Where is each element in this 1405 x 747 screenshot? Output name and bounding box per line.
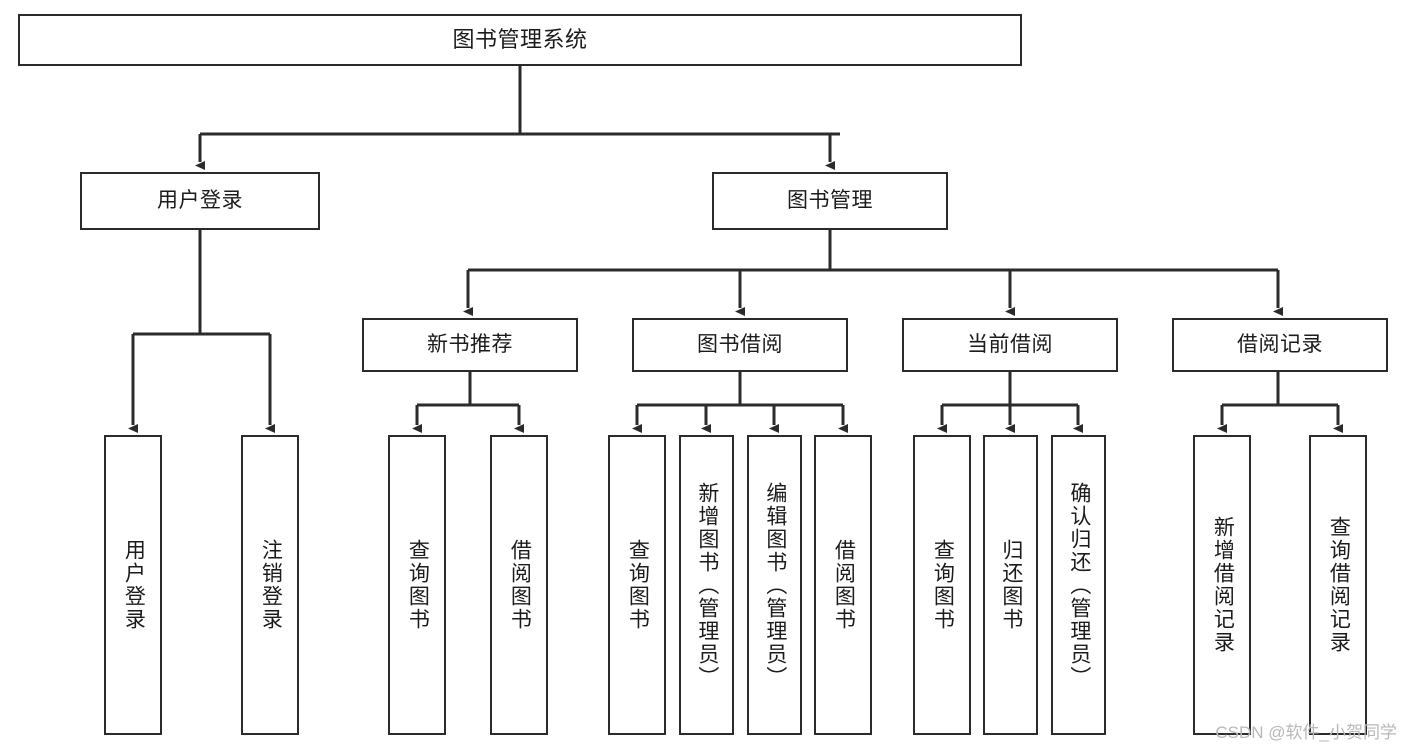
node-leaf-query-book-1[interactable]: 查询图书 xyxy=(388,435,446,735)
node-leaf-logout[interactable]: 注销登录 xyxy=(241,435,299,735)
node-leaf-borrow-book-2[interactable]: 借阅图书 xyxy=(814,435,872,735)
node-user-login-label: 用户登录 xyxy=(157,188,243,212)
node-current-borrow[interactable]: 当前借阅 xyxy=(902,318,1118,372)
node-leaf-query-record[interactable]: 查询借阅记录 xyxy=(1309,435,1367,735)
node-leaf-user-login-label: 用户登录 xyxy=(122,539,146,631)
node-leaf-query-book-3[interactable]: 查询图书 xyxy=(913,435,971,735)
csdn-watermark: CSDN @软件_小贺同学 xyxy=(1215,723,1397,742)
node-book-borrow[interactable]: 图书借阅 xyxy=(632,318,848,372)
node-leaf-query-book-1-label: 查询图书 xyxy=(406,539,430,631)
node-root-label: 图书管理系统 xyxy=(452,27,588,53)
node-leaf-user-login[interactable]: 用户登录 xyxy=(104,435,162,735)
node-leaf-query-book-3-label: 查询图书 xyxy=(931,539,955,631)
node-leaf-edit-book-label: 编辑图书（管理员） xyxy=(763,481,787,689)
node-leaf-add-record[interactable]: 新增借阅记录 xyxy=(1193,435,1251,735)
node-new-book-recommend[interactable]: 新书推荐 xyxy=(362,318,578,372)
node-new-book-recommend-label: 新书推荐 xyxy=(427,332,513,356)
node-leaf-return-book-label: 归还图书 xyxy=(999,539,1023,631)
node-leaf-borrow-book-1[interactable]: 借阅图书 xyxy=(490,435,548,735)
node-borrow-record-label: 借阅记录 xyxy=(1237,332,1323,356)
node-leaf-confirm-return[interactable]: 确认归还（管理员） xyxy=(1051,435,1106,735)
node-root-book-management-system[interactable]: 图书管理系统 xyxy=(18,14,1022,66)
node-leaf-return-book[interactable]: 归还图书 xyxy=(983,435,1038,735)
node-leaf-borrow-book-1-label: 借阅图书 xyxy=(508,539,532,631)
node-leaf-borrow-book-2-label: 借阅图书 xyxy=(832,539,856,631)
node-leaf-add-record-label: 新增借阅记录 xyxy=(1211,516,1235,654)
node-leaf-query-record-label: 查询借阅记录 xyxy=(1327,516,1351,654)
node-leaf-query-book-2-label: 查询图书 xyxy=(626,539,650,631)
node-book-management-label: 图书管理 xyxy=(787,188,873,212)
node-book-management[interactable]: 图书管理 xyxy=(712,172,948,230)
node-book-borrow-label: 图书借阅 xyxy=(697,332,783,356)
node-current-borrow-label: 当前借阅 xyxy=(967,332,1053,356)
node-leaf-query-book-2[interactable]: 查询图书 xyxy=(608,435,666,735)
node-borrow-record[interactable]: 借阅记录 xyxy=(1172,318,1388,372)
node-user-login[interactable]: 用户登录 xyxy=(80,172,320,230)
node-leaf-edit-book[interactable]: 编辑图书（管理员） xyxy=(747,435,802,735)
node-leaf-add-book[interactable]: 新增图书（管理员） xyxy=(679,435,734,735)
node-leaf-logout-label: 注销登录 xyxy=(259,539,283,631)
node-leaf-add-book-label: 新增图书（管理员） xyxy=(695,481,719,689)
node-leaf-confirm-return-label: 确认归还（管理员） xyxy=(1067,481,1091,689)
